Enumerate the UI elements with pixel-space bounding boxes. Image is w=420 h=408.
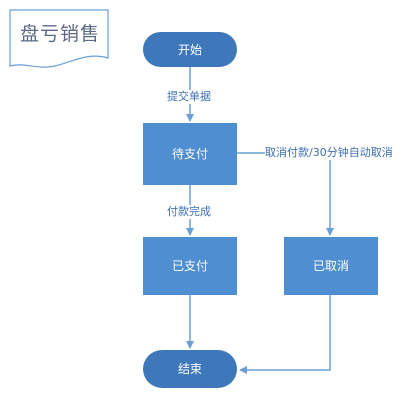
end-node [143,350,237,388]
edge-label-cancel-payment: 取消付款/30分钟自动取消 [265,146,393,160]
edge-cancelled-to-end [239,295,331,374]
start-node [143,32,237,67]
edge-pending-to-cancelled [237,152,334,236]
pending-payment-node-label: 待支付 [171,147,208,161]
edge-label-submit-document: 提交单据 [167,90,211,104]
edge-label-payment-complete: 付款完成 [167,205,211,219]
pending-payment-node [143,123,237,185]
start-node-label: 开始 [177,43,202,57]
paid-node-label: 已支付 [171,259,208,273]
paid-node [143,237,237,295]
cancelled-node [284,237,378,295]
title-document-shape [9,9,109,68]
page-title: 盘亏销售 [20,23,101,45]
end-node-label: 结束 [177,362,202,376]
cancelled-node-label: 已取消 [312,259,349,273]
